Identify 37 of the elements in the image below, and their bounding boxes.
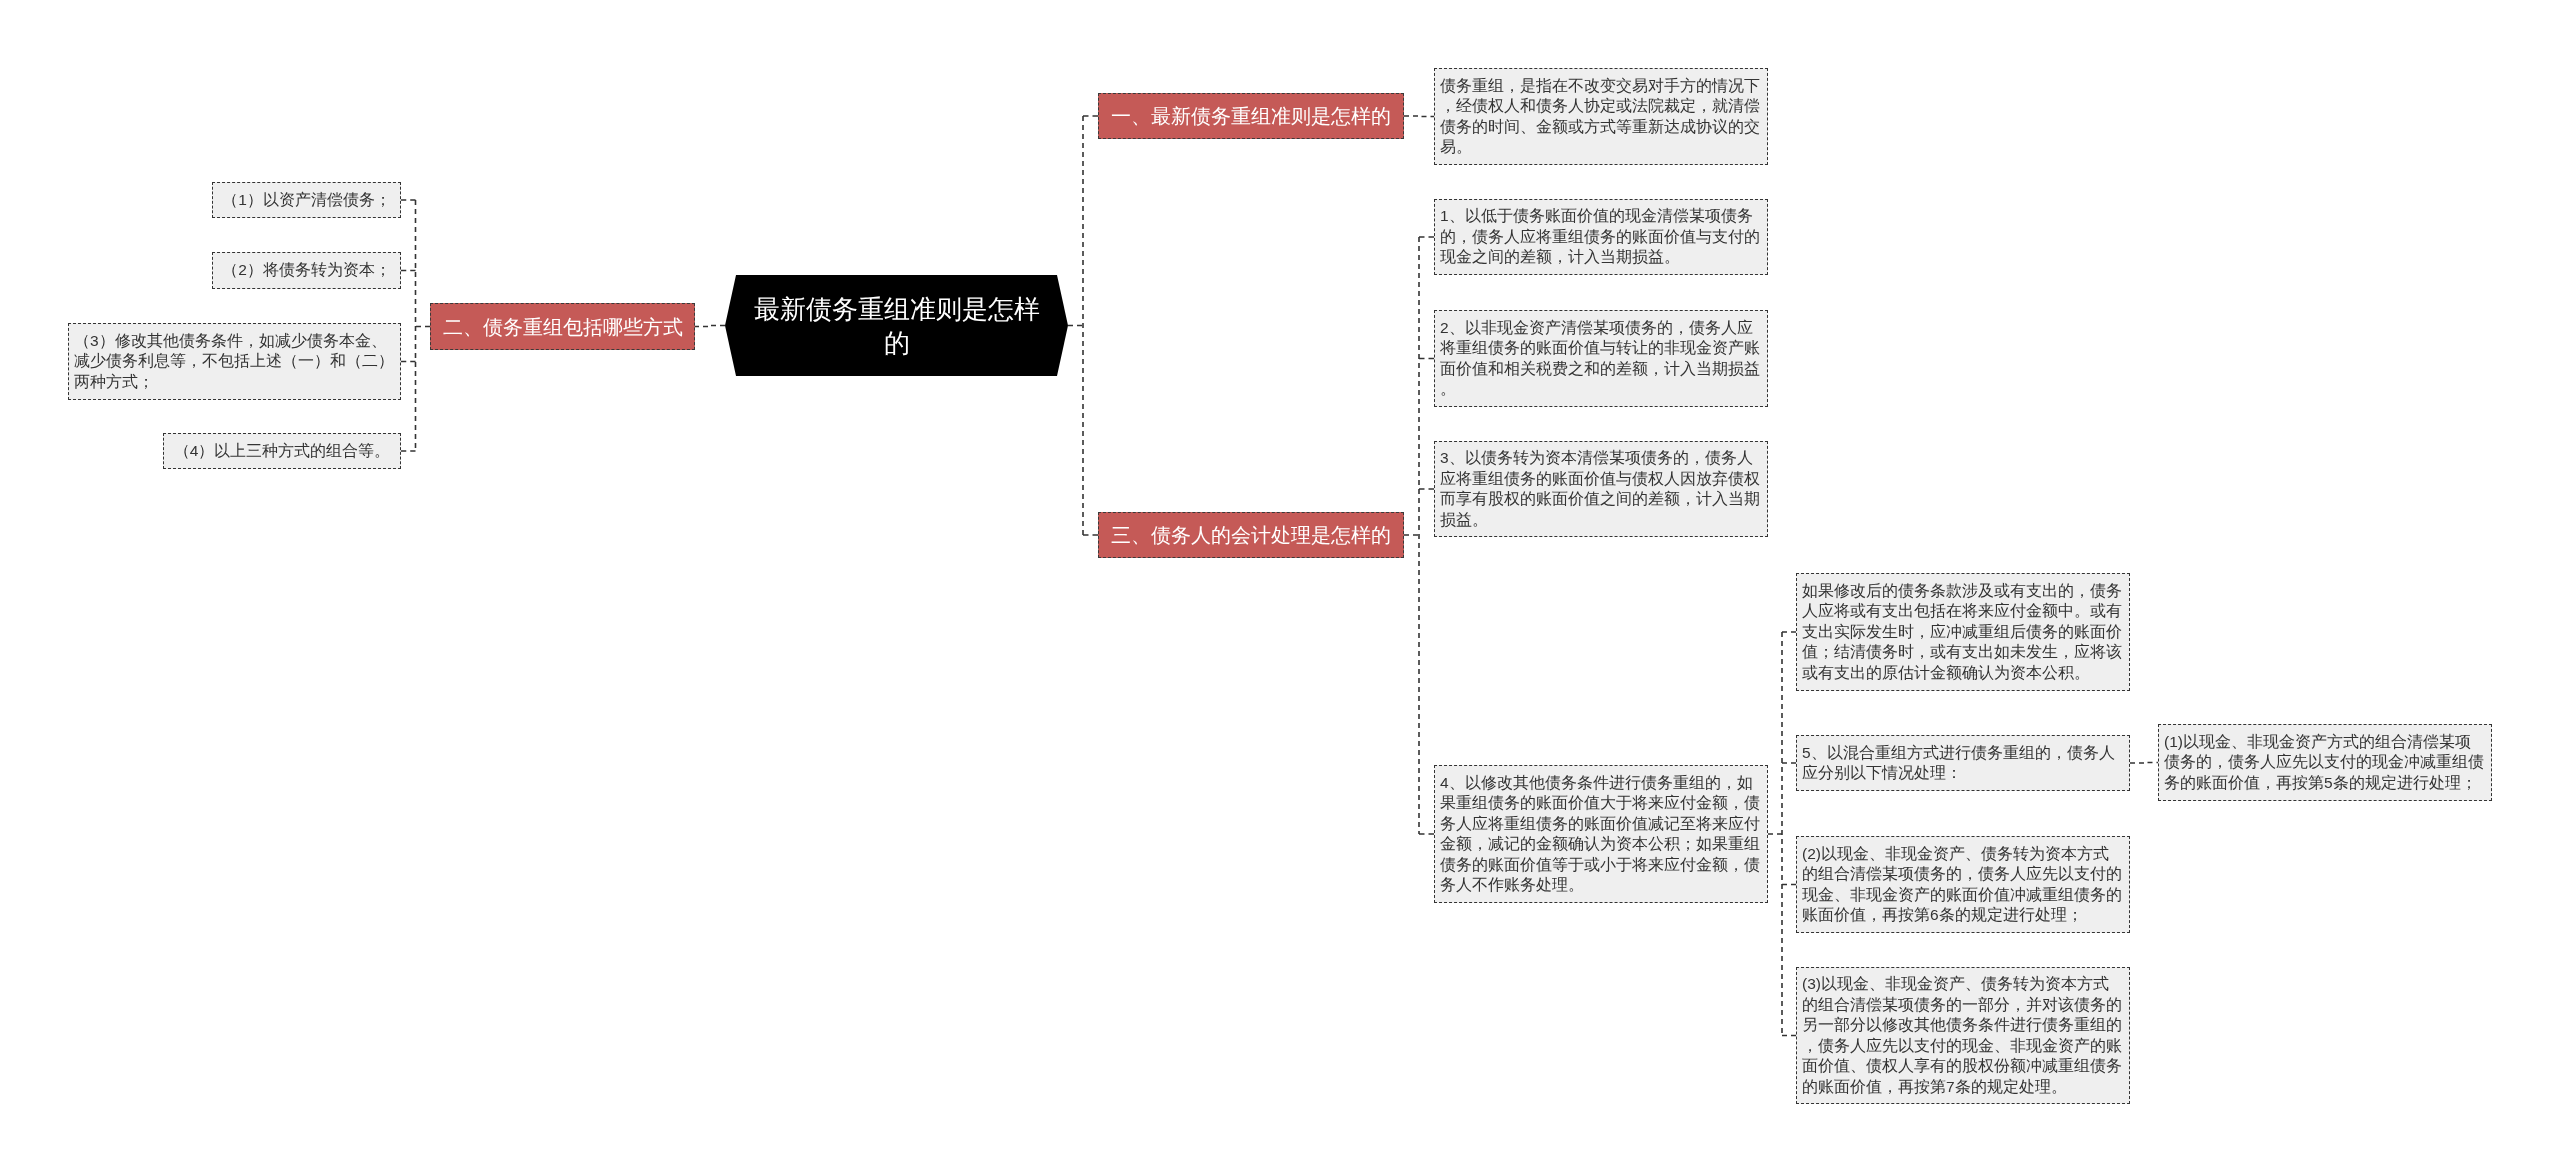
note-box: 3、以债务转为资本清偿某项债务的，债务人应将重组债务的账面价值与债权人因放弃债权而享有股权的账面价值之间的差额，计入当期损益。 [1434,441,1768,537]
note-box: (3)以现金、非现金资产、债务转为资本方式的组合清偿某项债务的一部分，并对该债务的另一部分以修改其他债务条件进行债务重组的，债务人应先以支付的现金、非现金资产的账面价值、债权人享有的股权份额冲减重组债务的账面价值，再按第7条的规定处理。 [1796,967,2130,1104]
connector [1418,357,1435,360]
note-box: 如果修改后的债务条款涉及或有支出的，债务人应将或有支出包括在将来应付金额中。或有支出实际发生时，应冲减重组后债务的账面价值；结清债务时，或有支出如未发生，应将该或有支出的原估计金额确认为资本公积。 [1796,573,2130,691]
connector [1067,115,1084,536]
connector [1082,534,1099,536]
note-box: (2)以现金、非现金资产、债务转为资本方式的组合清偿某项债务的，债务人应先以支付的现金、非现金资产的账面价值冲减重组债务的账面价值，再按第6条的规定进行处理； [1796,836,2130,933]
note-box: （4）以上三种方式的组合等。 [163,433,401,469]
connector [694,324,726,328]
connector [1418,833,1435,835]
connector [2129,761,2159,764]
connector [1082,115,1099,117]
note-box: 5、以混合重组方式进行债务重组的，债务人应分别以下情况处理： [1796,735,2130,791]
connector [1781,1034,1797,1037]
connector [400,360,417,363]
connector [1781,883,1797,886]
connector [400,269,417,272]
note-box: 4、以修改其他债务条件进行债务重组的，如果重组债务的账面价值大于将来应付金额，债务人应将重组债务的账面价值减记至将来应付金额，减记的金额确认为资本公积；如果重组债务的账面价值等于或小于将来应付金额，债务人不作账务处理。 [1434,765,1768,903]
topic-box: 三、债务人的会计处理是怎样的 [1098,512,1404,558]
topic-box: 二、债务重组包括哪些方式 [430,303,695,350]
connector [1781,762,1797,764]
connector [1418,488,1435,490]
connector [1418,236,1435,238]
note-box: 2、以非现金资产清偿某项债务的，债务人应将重组债务的账面价值与转让的非现金资产账面价值和相关税费之和的差额，计入当期损益。 [1434,310,1768,407]
connector [1781,631,1797,633]
note-box: (1)以现金、非现金资产方式的组合清偿某项债务的，债务人应先以支付的现金冲减重组债务的账面价值，再按第5条的规定进行处理； [2158,724,2492,801]
connector [1403,236,1420,835]
topic-box: 一、最新债务重组准则是怎样的 [1098,93,1404,139]
connector [400,199,417,201]
central-topic: 最新债务重组准则是怎样的 [725,275,1068,376]
note-box: （2）将债务转为资本； [212,252,401,289]
note-box: 1、以低于债务账面价值的现金清偿某项债务的，债务人应将重组债务的账面价值与支付的现金之间的差额，计入当期损益。 [1434,199,1768,275]
connector [1403,115,1435,118]
note-box: （1）以资产清偿债务； [212,182,401,218]
note-box: 债务重组，是指在不改变交易对手方的情况下，经债权人和债务人协定或法院裁定，就清偿债务的时间、金额或方式等重新达成协议的交易。 [1434,68,1768,165]
connector [400,450,417,452]
note-box: （3）修改其他债务条件，如减少债务本金、减少债务利息等，不包括上述（一）和（二）两种方式； [68,323,401,400]
